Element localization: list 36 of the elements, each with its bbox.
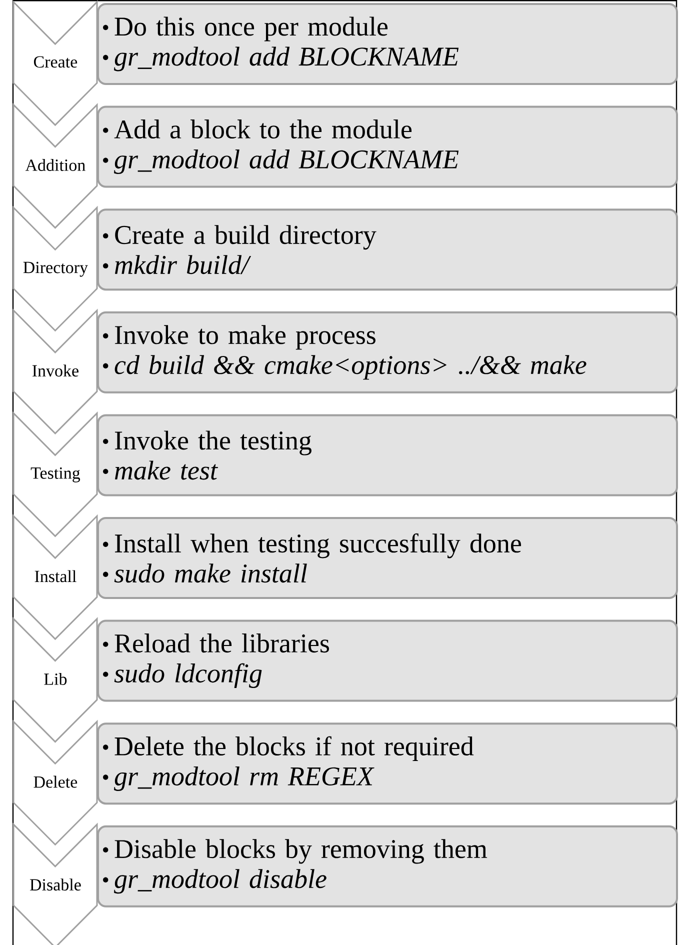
- step-box: [97, 722, 678, 805]
- bullet-item: sudo ldconfig: [103, 663, 262, 688]
- bullet-item: Disable blocks by removing them: [103, 839, 488, 864]
- bullet-item: make test: [103, 460, 218, 480]
- step-tab: Disable: [12, 822, 98, 945]
- step-tab: Install: [12, 514, 98, 640]
- bullet-item: sudo make install: [103, 564, 307, 583]
- bullet-item: Install when testing succesfully done: [103, 533, 522, 558]
- bullet-item: Invoke to make process: [103, 325, 376, 350]
- step-box: [97, 414, 678, 496]
- step-box: [97, 106, 678, 188]
- step-tab: Delete: [12, 720, 98, 846]
- step-box: [97, 311, 678, 394]
- step-tab: Create: [12, 0, 98, 126]
- step-tab: Directory: [12, 206, 98, 332]
- bullet-item: Add a block to the module: [103, 120, 412, 139]
- bullet-item: Delete the blocks if not required: [103, 736, 474, 761]
- bullet-item: Create a build directory: [103, 225, 376, 250]
- bullet-item: gr_modtool add BLOCKNAME: [103, 46, 459, 72]
- bullet-item: Do this once per module: [103, 16, 388, 42]
- step-tab: Addition: [12, 102, 98, 229]
- step-tab: Testing: [12, 411, 98, 538]
- step-box: [97, 517, 678, 599]
- step-box: [97, 620, 678, 702]
- bullet-item: Invoke the testing: [103, 430, 312, 456]
- step-tab: Lib: [12, 617, 98, 743]
- bullet-item: gr_modtool disable: [103, 869, 326, 894]
- bullet-item: Reload the libraries: [103, 634, 329, 653]
- bullet-item: cd build && cmake<options> ../&& make: [103, 355, 586, 380]
- bullet-item: gr_modtool rm REGEX: [103, 766, 374, 791]
- bullet-item: mkdir build/: [103, 255, 252, 274]
- step-box: [97, 825, 678, 908]
- step-tab: Invoke: [12, 308, 98, 434]
- step-box: [97, 3, 678, 85]
- step-box: [97, 208, 678, 291]
- bullet-item: gr_modtool add BLOCKNAME: [103, 150, 459, 174]
